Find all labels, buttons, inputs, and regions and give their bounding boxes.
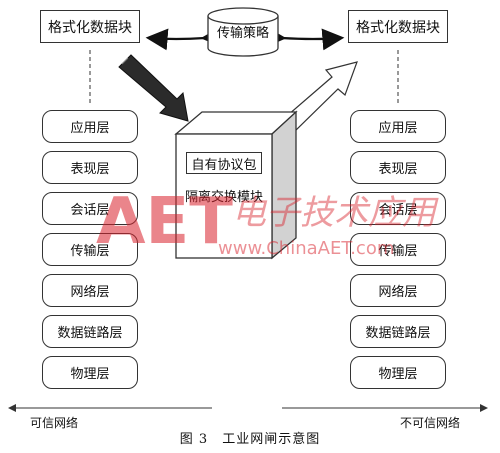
watermark-cn-text: 电子技术应用 — [232, 193, 436, 233]
left-layer: 会话层 — [42, 192, 138, 225]
layer-label: 会话层 — [70, 203, 110, 218]
trusted-network-label: 可信网络 — [30, 416, 79, 430]
layer-label: 网络层 — [378, 285, 418, 300]
left-header-label: 格式化数据块 — [48, 19, 132, 36]
layer-label: 会话层 — [378, 203, 418, 218]
layer-label: 网络层 — [70, 285, 110, 300]
left-layer: 传输层 — [42, 233, 138, 266]
watermark-url: www.ChinaAET.com — [218, 238, 395, 259]
exchange-module-label: 隔离交换模块 — [184, 190, 263, 205]
figure-caption: 图 3 工业网闸示意图 — [179, 432, 321, 447]
layer-label: 表现层 — [70, 162, 110, 177]
protocol-packet-label: 自有协议包 — [191, 157, 257, 173]
right-layer: 网络层 — [350, 274, 446, 307]
watermark-logo: AET — [96, 185, 233, 259]
layer-label: 表现层 — [378, 162, 418, 177]
strategy-label: 传输策略 — [216, 26, 269, 41]
untrusted-network-arrow — [282, 404, 488, 412]
database-cylinder-icon — [207, 7, 279, 57]
untrusted-network-label: 不可信网络 — [400, 416, 461, 430]
layer-label: 数据链路层 — [365, 326, 431, 341]
left-layer: 物理层 — [42, 356, 138, 389]
layer-label: 应用层 — [378, 121, 418, 136]
left-layer: 数据链路层 — [42, 315, 138, 348]
right-layer: 物理层 — [350, 356, 446, 389]
layer-label: 传输层 — [378, 244, 418, 259]
layer-label: 物理层 — [70, 367, 110, 382]
right-header-label: 格式化数据块 — [356, 19, 440, 36]
curved-arrow-right — [263, 25, 345, 51]
curved-arrow-left — [145, 25, 224, 51]
right-layer: 传输层 — [350, 233, 446, 266]
trusted-network-arrow — [8, 404, 212, 412]
left-layer: 表现层 — [42, 151, 138, 184]
layer-label: 物理层 — [378, 367, 418, 382]
layer-label: 传输层 — [70, 244, 110, 259]
layer-label: 应用层 — [70, 121, 110, 136]
protocol-packet-box: 自有协议包 — [186, 152, 262, 174]
right-layer: 会话层 — [350, 192, 446, 225]
inbound-arrow-icon — [118, 54, 189, 122]
left-layer: 应用层 — [42, 110, 138, 143]
left-layer: 网络层 — [42, 274, 138, 307]
left-header-box: 格式化数据块 — [40, 10, 140, 43]
right-layer: 表现层 — [350, 151, 446, 184]
right-header-box: 格式化数据块 — [348, 10, 448, 43]
right-layer: 应用层 — [350, 110, 446, 143]
right-layer: 数据链路层 — [350, 315, 446, 348]
layer-label: 数据链路层 — [57, 326, 123, 341]
